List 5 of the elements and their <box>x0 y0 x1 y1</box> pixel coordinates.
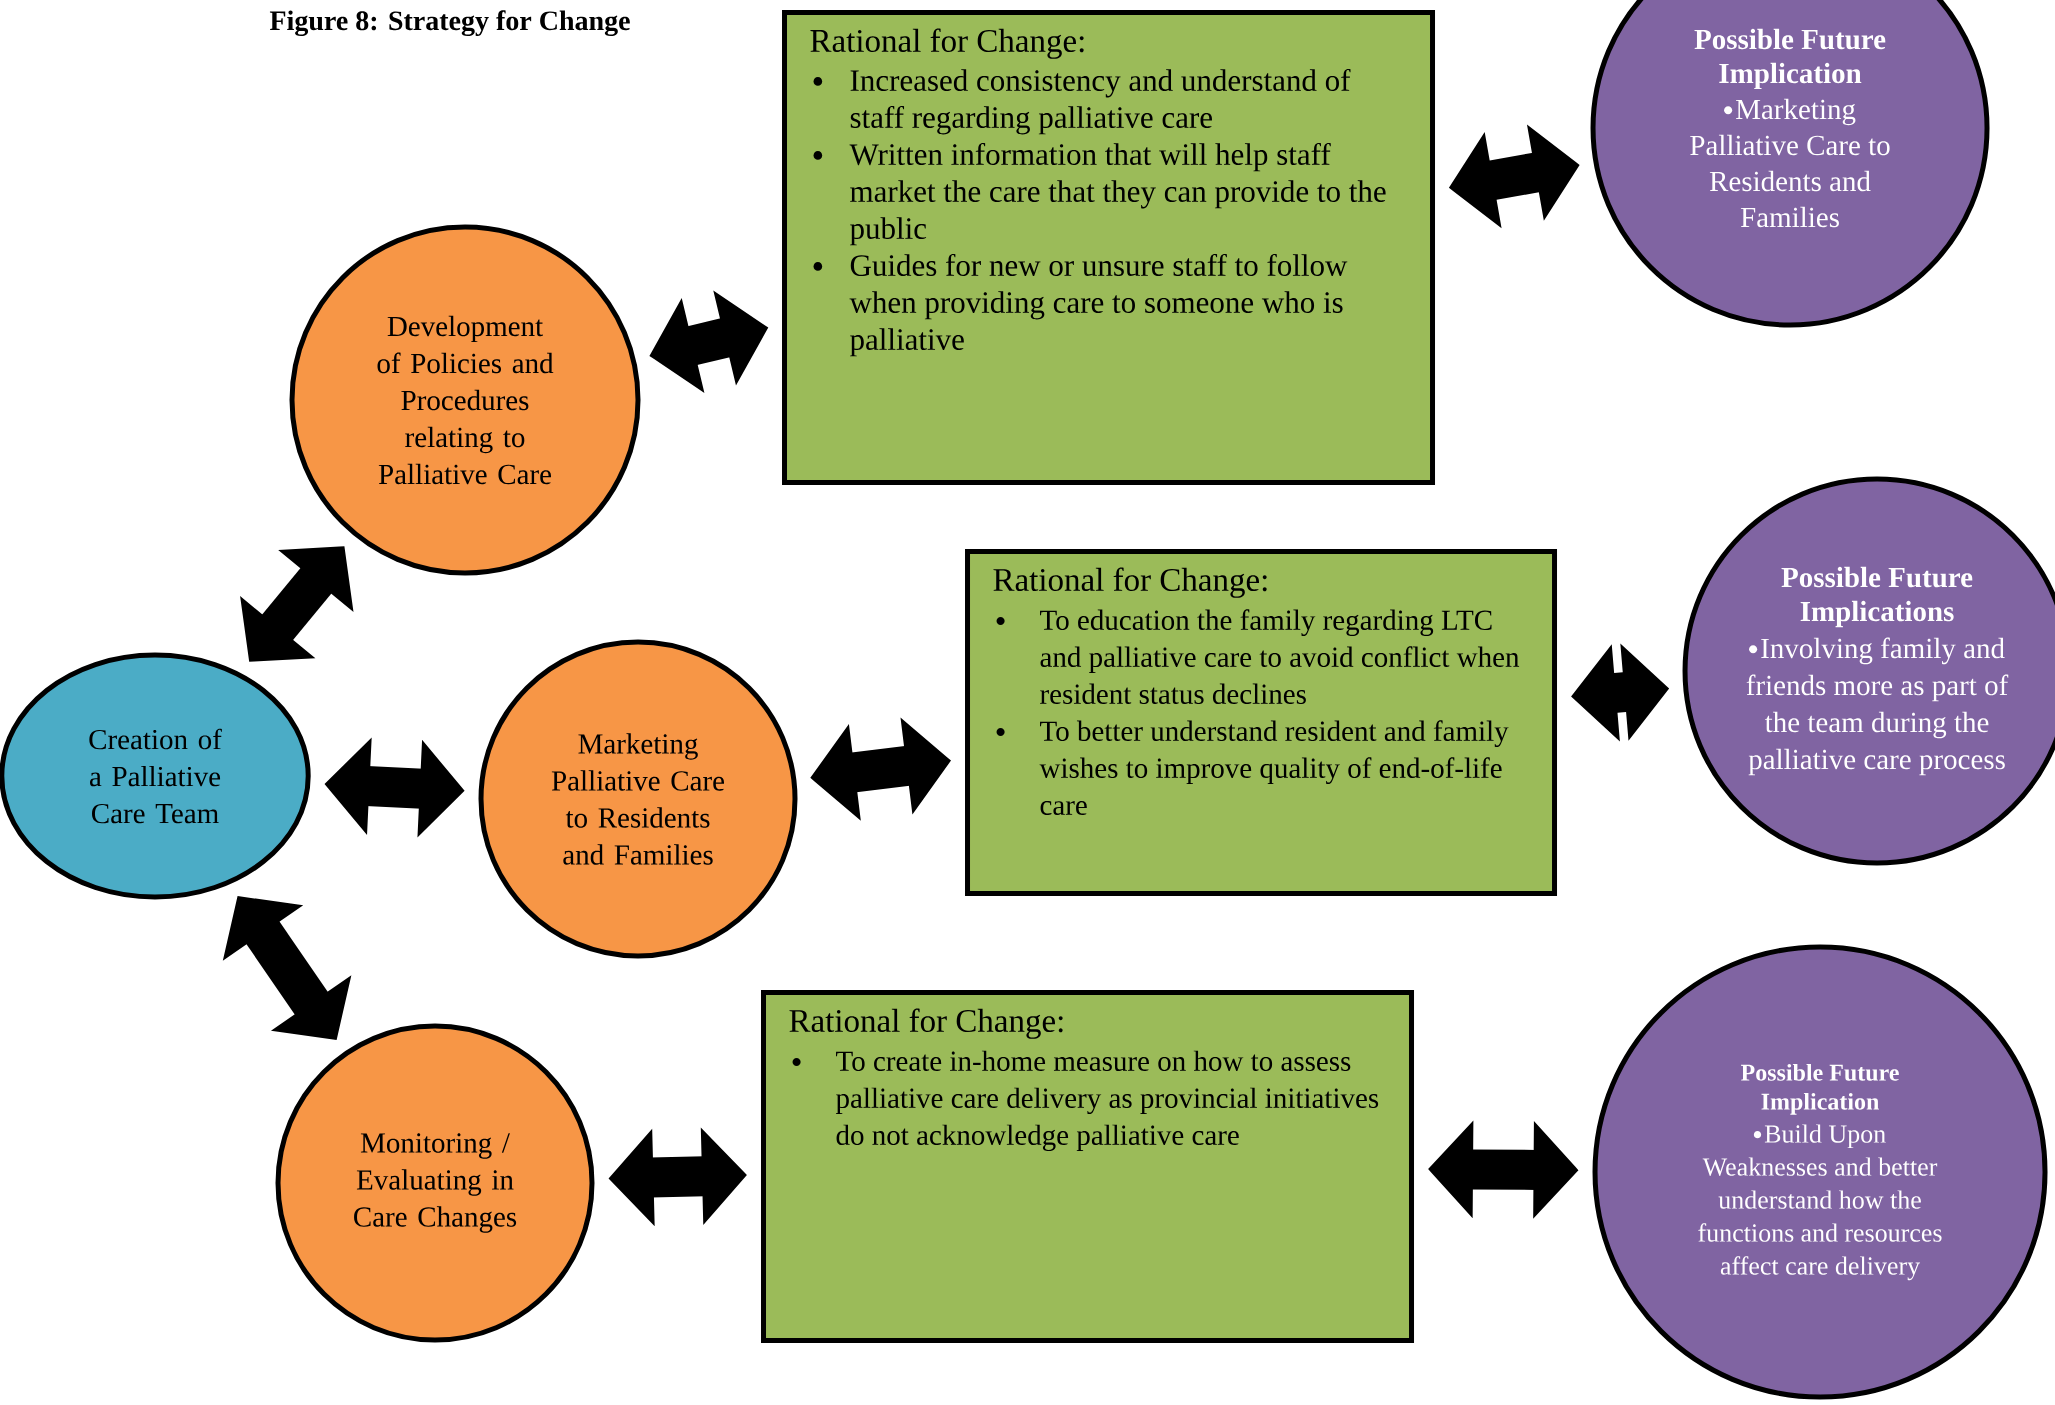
double-arrow <box>222 896 352 1040</box>
rationale-box: Rational for Change: Increased consistency and understand of staff regarding palliative care Written information that will help staff market the care that they can provide to the public Guides for new or unsure staff to follow when providing care to someone who is palliative <box>782 10 1435 485</box>
figure-title: Figure 8: Strategy for Change <box>269 10 630 37</box>
rationale-box: Rational for Change: To create in-home measure on how to assess palliative care delivery as provincial initiatives do not acknowledge palliative care <box>761 990 1414 1343</box>
rationale-box: Rational for Change: To education the family regarding LTC and palliative care to avoid conflict when resident status declines To better understand resident and family wishes to improve quality of end-of-life care <box>965 549 1557 896</box>
